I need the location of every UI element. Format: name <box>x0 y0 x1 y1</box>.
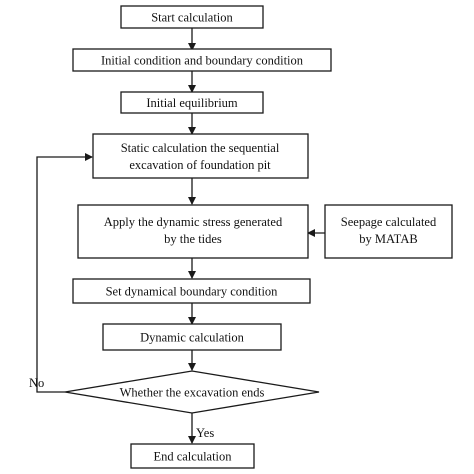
node-start-label: Start calculation <box>151 11 233 25</box>
node-static-calculation-line-1: Static calculation the sequential <box>121 141 280 155</box>
node-apply-dynamic-stress-line-1: Apply the dynamic stress generated <box>104 215 283 229</box>
node-dynamic-calculation-label: Dynamic calculation <box>140 331 245 345</box>
node-decision: Whether the excavation ends <box>64 370 320 414</box>
node-initial-condition: Initial condition and boundary condition <box>72 48 332 72</box>
node-end-label: End calculation <box>153 450 232 464</box>
node-dynamic-calculation: Dynamic calculation <box>102 323 282 351</box>
node-seepage-line-2: by MATAB <box>359 232 417 246</box>
edge-label-yes: Yes <box>196 426 214 440</box>
node-static-calculation: Static calculation the sequential excava… <box>92 133 309 179</box>
node-seepage: Seepage calculated by MATAB <box>324 204 453 259</box>
node-start: Start calculation <box>120 5 264 29</box>
node-static-calculation-line-2: excavation of foundation pit <box>129 158 271 172</box>
edges <box>36 28 325 444</box>
node-decision-label: Whether the excavation ends <box>120 386 265 400</box>
node-end: End calculation <box>130 443 255 469</box>
node-initial-equilibrium: Initial equilibrium <box>120 91 264 114</box>
edge-label-no: No <box>29 376 44 390</box>
node-initial-equilibrium-label: Initial equilibrium <box>146 96 238 110</box>
node-initial-condition-label: Initial condition and boundary condition <box>101 54 304 68</box>
edge-decision-loop-back <box>36 153 93 393</box>
node-set-boundary-condition: Set dynamical boundary condition <box>72 278 311 304</box>
node-set-boundary-condition-label: Set dynamical boundary condition <box>106 285 279 299</box>
node-apply-dynamic-stress-line-2: by the tides <box>164 232 222 246</box>
node-seepage-line-1: Seepage calculated <box>341 215 437 229</box>
node-apply-dynamic-stress: Apply the dynamic stress generated by th… <box>77 204 309 259</box>
